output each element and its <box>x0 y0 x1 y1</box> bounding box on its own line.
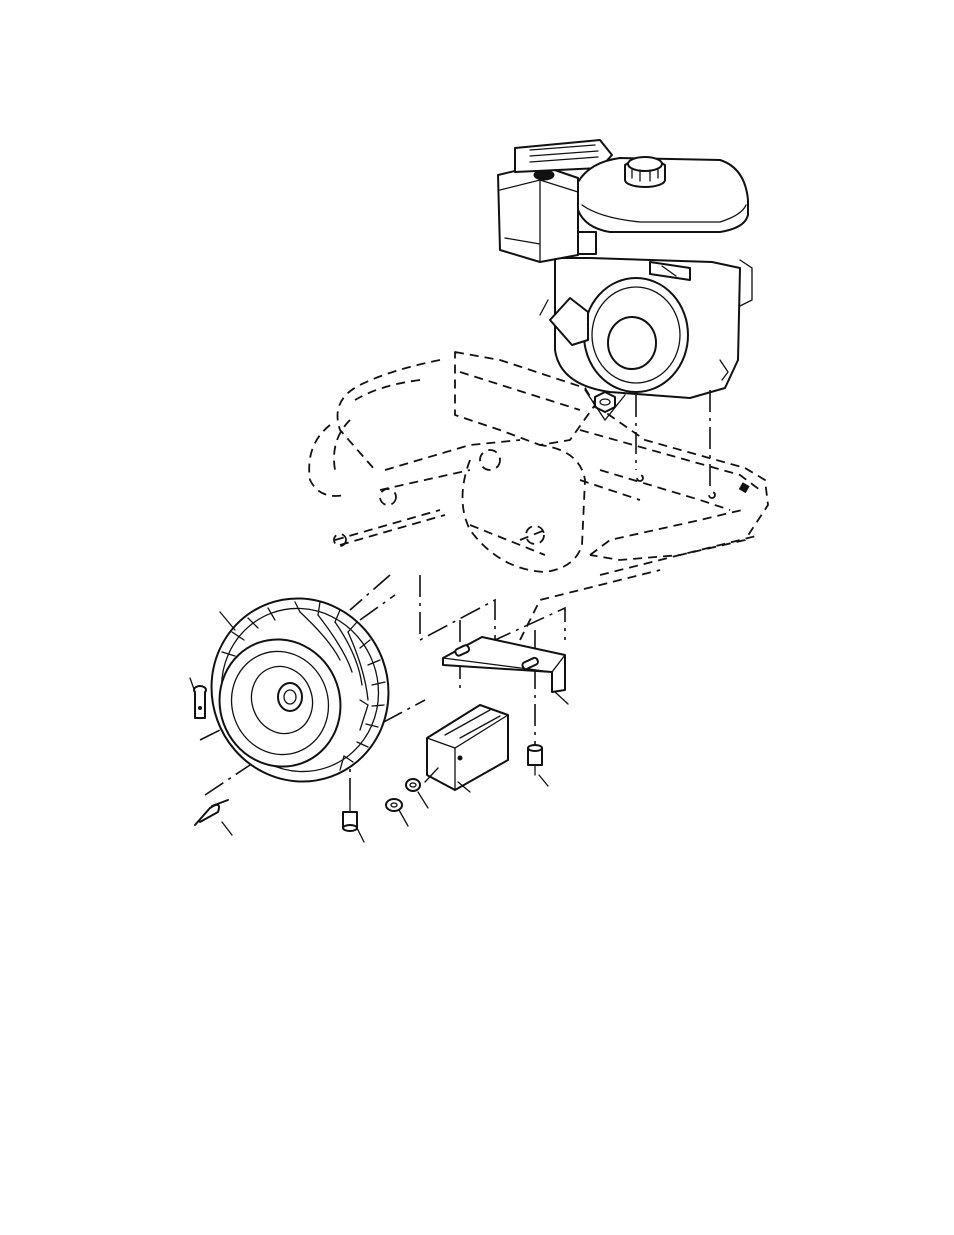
tire-wheel <box>186 573 414 806</box>
engine <box>498 140 752 398</box>
clevis-pin <box>194 686 206 718</box>
lock-nut <box>585 390 625 420</box>
washers <box>386 779 420 811</box>
mounting-bracket <box>443 637 565 692</box>
depth-stake <box>427 705 508 790</box>
hairpin-clip <box>195 800 228 825</box>
